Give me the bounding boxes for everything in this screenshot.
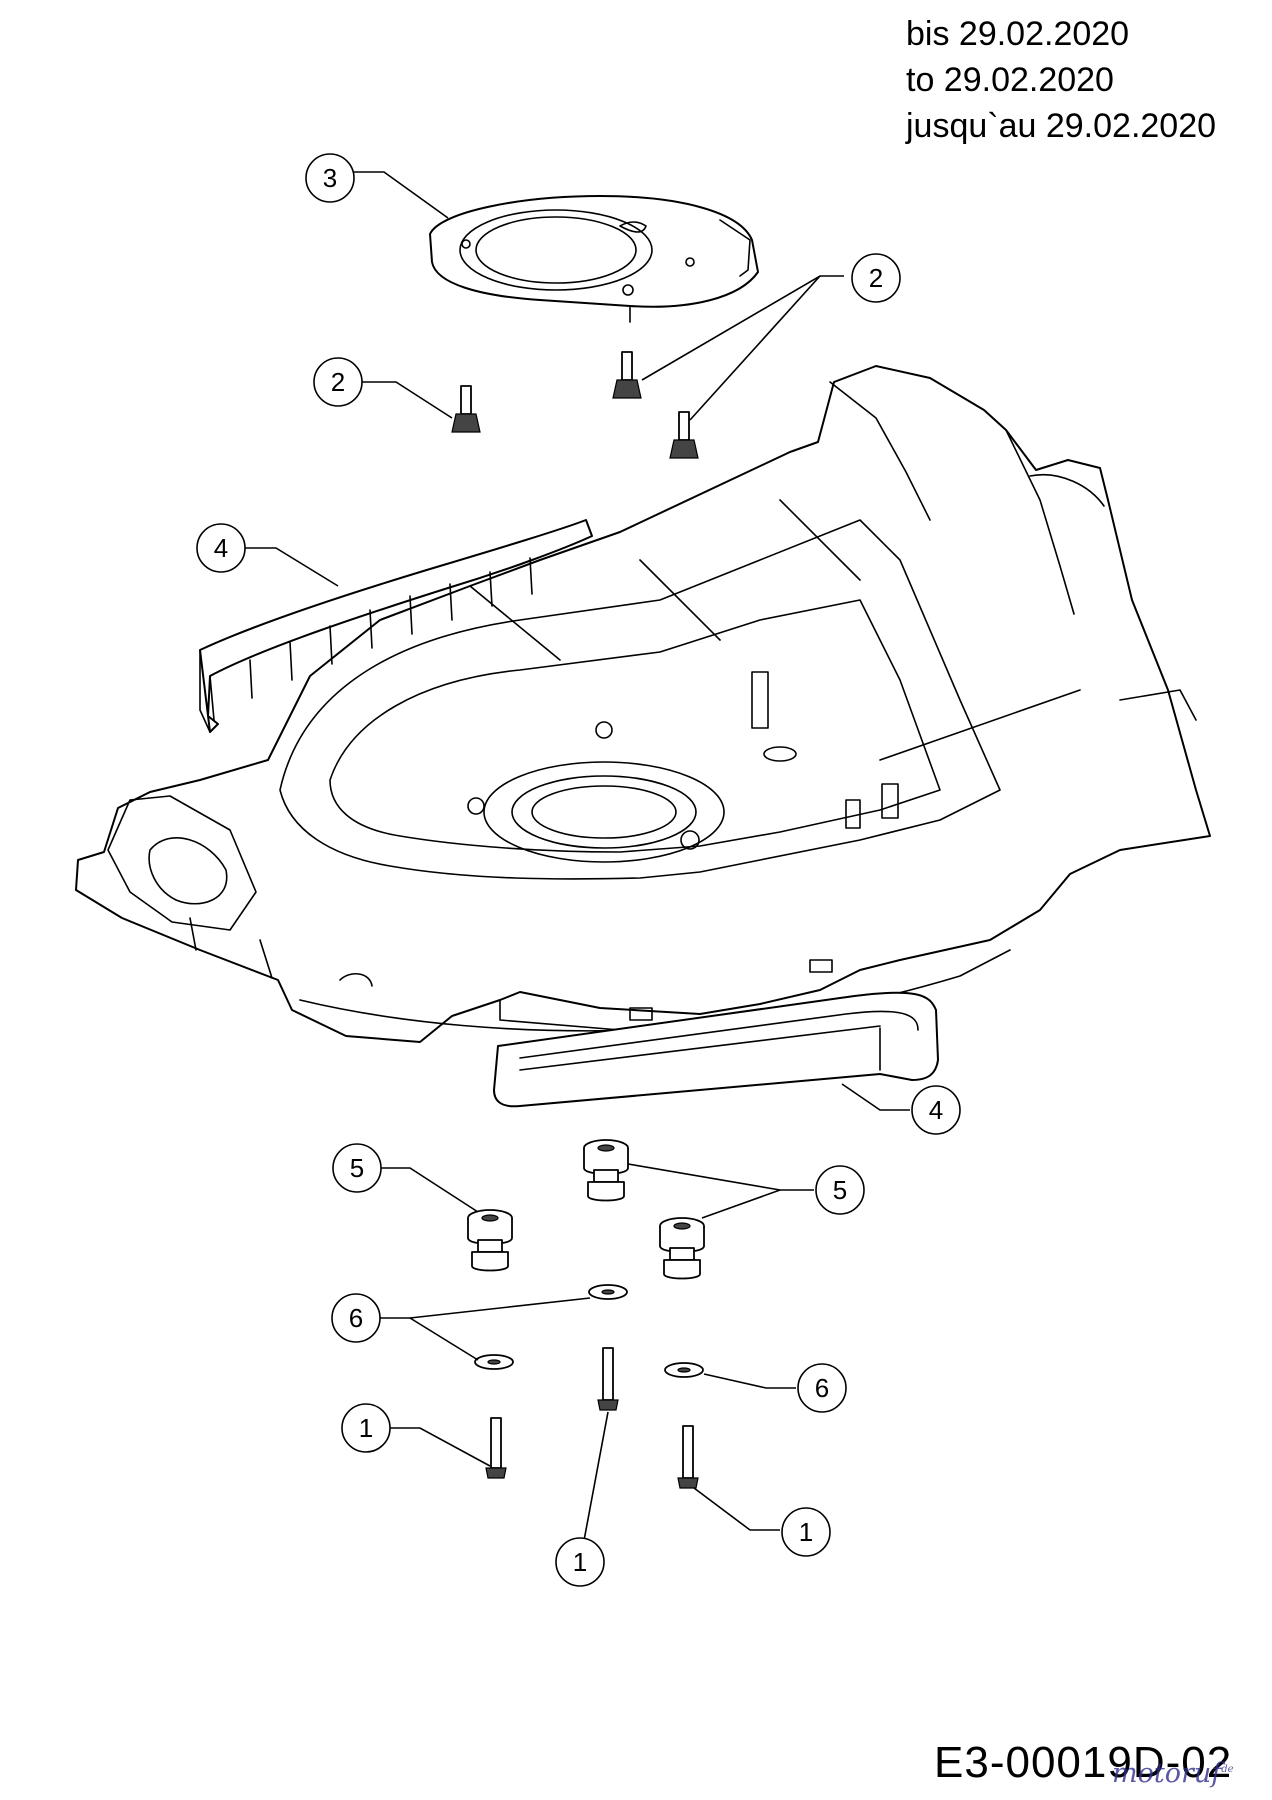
callout-part-1: 1 [341, 1403, 391, 1453]
spacer-bushing [659, 1217, 705, 1280]
drawing-number: E3-00019D-02 [934, 1738, 1233, 1787]
callout-part-3: 3 [305, 153, 355, 203]
callout-part-6: 6 [797, 1363, 847, 1413]
svg-text:2: 2 [331, 367, 345, 397]
watermark-logo: motorufde [1112, 1758, 1234, 1789]
spacer-bushing [467, 1209, 513, 1272]
watermark-suffix: de [1221, 1764, 1234, 1775]
svg-text:1: 1 [573, 1547, 587, 1577]
svg-text:5: 5 [833, 1175, 847, 1205]
callout-part-2: 2 [851, 253, 901, 303]
mount-screw [669, 411, 699, 459]
spacer-bushing [583, 1139, 629, 1202]
validity-line-french: jusqu`au 29.02.2020 [906, 107, 1217, 145]
validity-line-english: to 29.02.2020 [906, 61, 1114, 99]
rear-bumper-strip-upper [199, 519, 593, 733]
svg-text:3: 3 [323, 163, 337, 193]
svg-text:1: 1 [799, 1517, 813, 1547]
engine-mount-plate [429, 195, 759, 323]
callout-part-4: 4 [196, 523, 246, 573]
svg-text:4: 4 [214, 533, 228, 563]
washer [588, 1284, 628, 1300]
svg-text:6: 6 [349, 1303, 363, 1333]
deck-bolt [485, 1417, 507, 1479]
callout-part-1: 1 [781, 1507, 831, 1557]
mount-screw [451, 385, 481, 433]
mount-screw [612, 351, 642, 399]
svg-text:6: 6 [815, 1373, 829, 1403]
validity-line-german: bis 29.02.2020 [906, 15, 1130, 53]
callout-part-6: 6 [331, 1293, 381, 1343]
front-bumper-strip-lower [493, 991, 939, 1108]
svg-text:5: 5 [350, 1153, 364, 1183]
deck-bolt [677, 1425, 699, 1489]
washer [474, 1354, 514, 1370]
callout-part-2: 2 [313, 357, 363, 407]
deck-bolt [597, 1347, 619, 1411]
leader-lines [244, 171, 910, 1563]
callout-part-1: 1 [555, 1537, 605, 1587]
washer [664, 1362, 704, 1378]
svg-text:1: 1 [359, 1413, 373, 1443]
watermark-text: motoruf [1112, 1758, 1222, 1789]
svg-text:2: 2 [869, 263, 883, 293]
mower-deck-housing [75, 365, 1211, 1043]
svg-text:4: 4 [929, 1095, 943, 1125]
callout-part-4: 4 [911, 1085, 961, 1135]
callout-part-5: 5 [815, 1165, 865, 1215]
callout-part-5: 5 [332, 1143, 382, 1193]
